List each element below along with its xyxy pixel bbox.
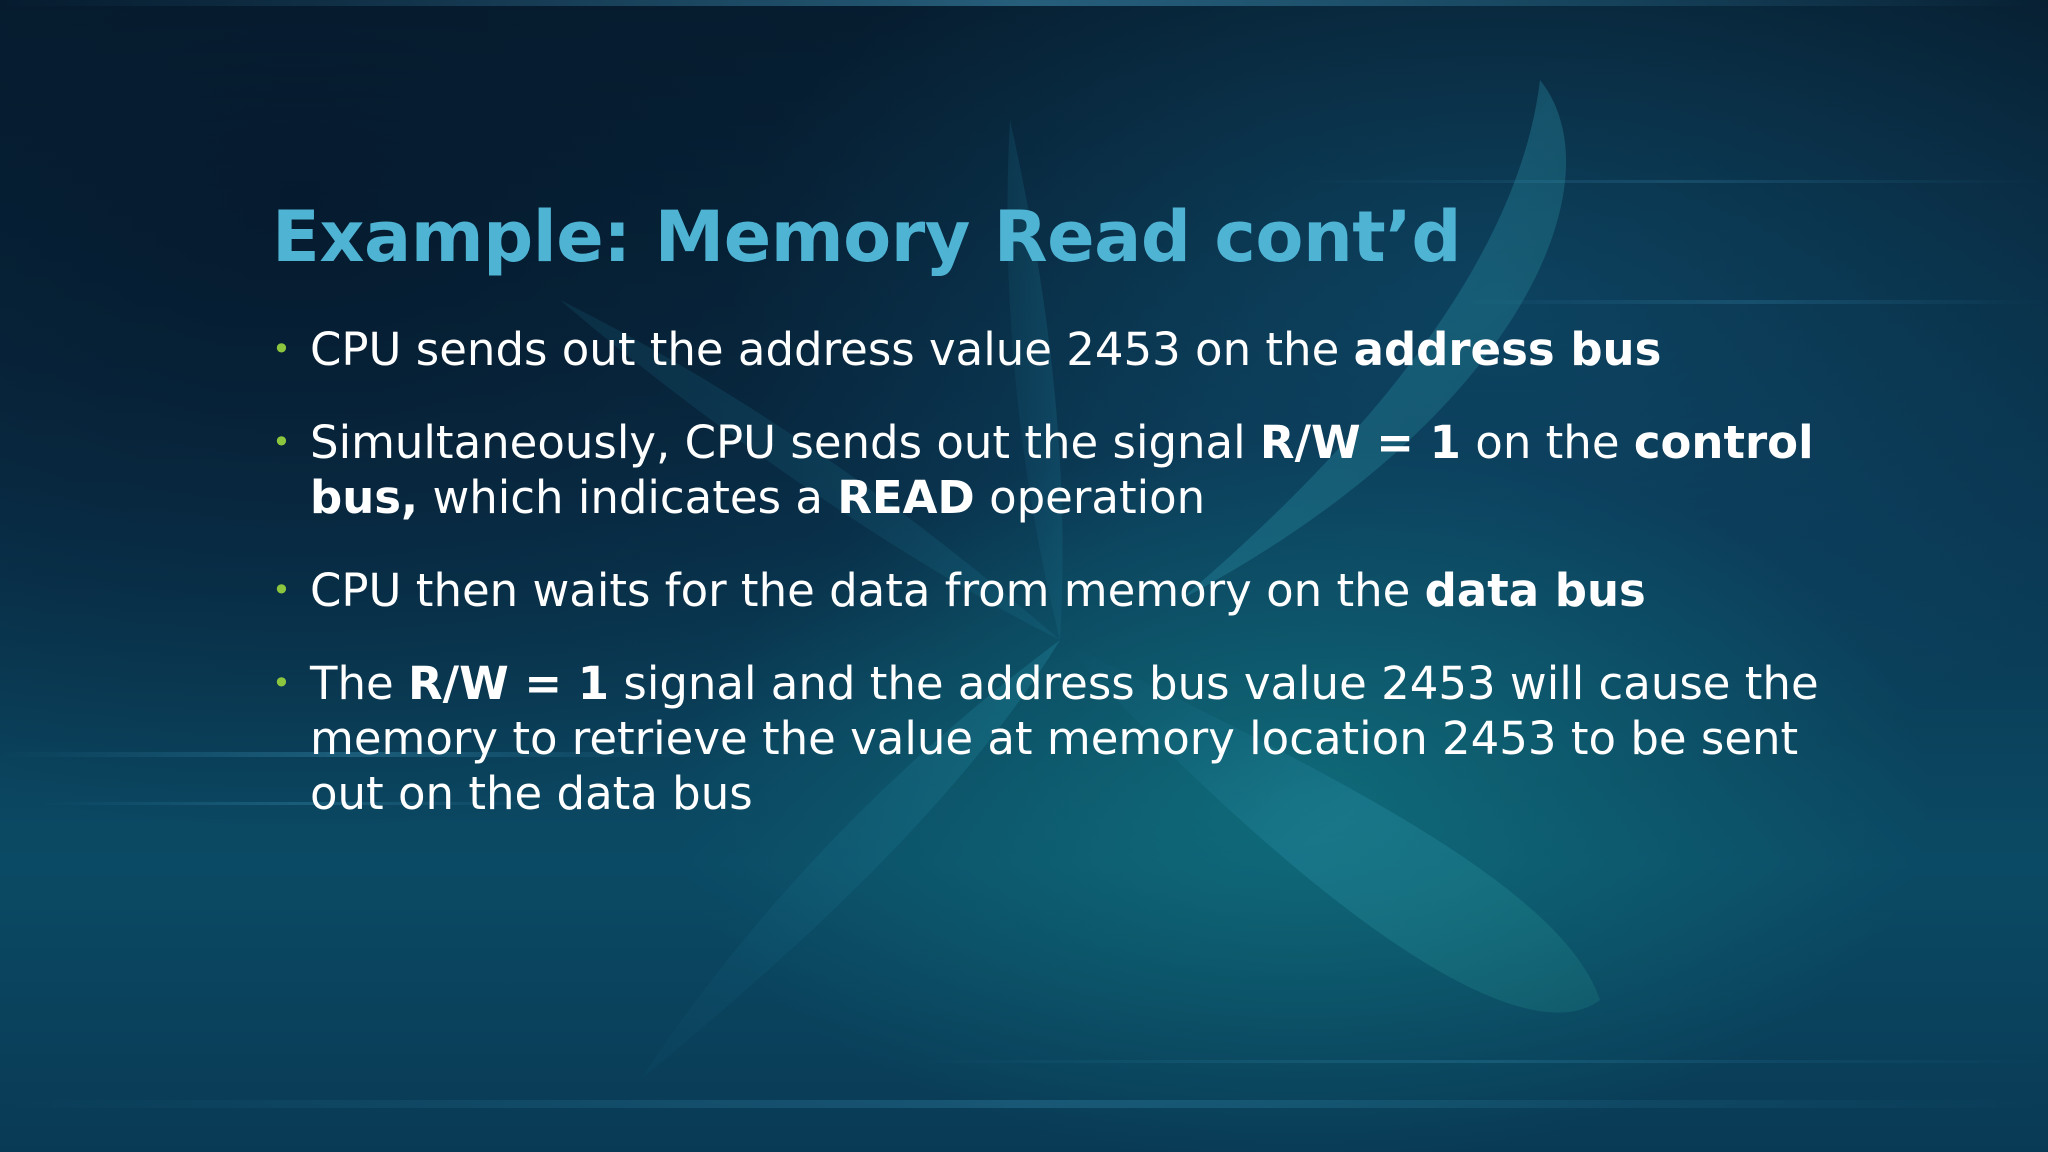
- bullet-text: CPU sends out the address value 2453 on …: [310, 323, 1354, 376]
- bullet-icon: •: [272, 571, 291, 609]
- bullet-list: • CPU sends out the address value 2453 o…: [272, 322, 1832, 859]
- bullet-item: • The R/W = 1 signal and the address bus…: [272, 656, 1832, 821]
- bullet-item: • Simultaneously, CPU sends out the sign…: [272, 415, 1832, 525]
- bullet-text: signal and the address bus value 2453 wi…: [310, 657, 1819, 820]
- slide-title: Example: Memory Read cont’d: [272, 196, 1461, 278]
- bullet-text: which indicates a: [418, 471, 838, 524]
- bullet-text: operation: [974, 471, 1206, 524]
- bullet-emphasis: address bus: [1353, 323, 1662, 376]
- bullet-emphasis: control bus,: [310, 416, 1814, 524]
- bullet-icon: •: [272, 330, 291, 368]
- bullet-emphasis: R/W = 1: [1259, 416, 1461, 469]
- bullet-icon: •: [272, 664, 291, 702]
- bullet-text: Simultaneously, CPU sends out the signal: [310, 416, 1260, 469]
- bullet-emphasis: R/W = 1: [408, 657, 610, 710]
- bullet-icon: •: [272, 423, 291, 461]
- bullet-emphasis: READ: [837, 471, 975, 524]
- bullet-text: The: [310, 657, 408, 710]
- bullet-text: on the: [1461, 416, 1634, 469]
- bullet-item: • CPU then waits for the data from memor…: [272, 563, 1832, 618]
- bullet-item: • CPU sends out the address value 2453 o…: [272, 322, 1832, 377]
- bullet-text: CPU then waits for the data from memory …: [310, 564, 1425, 617]
- bullet-emphasis: data bus: [1424, 564, 1646, 617]
